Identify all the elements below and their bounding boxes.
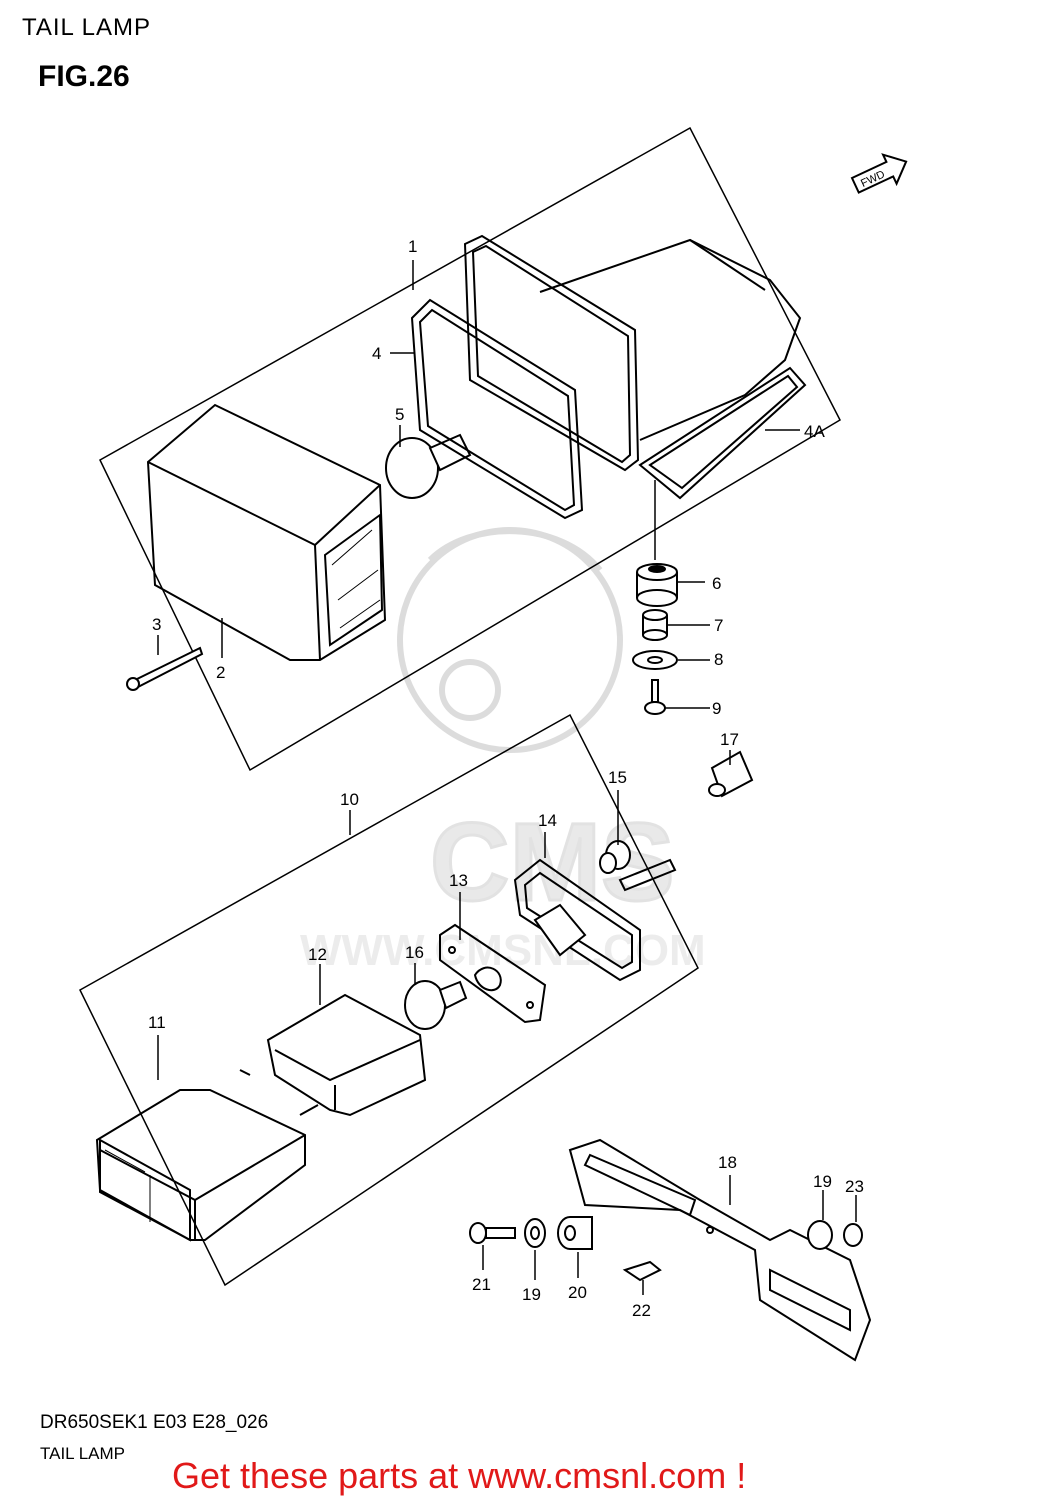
callout-11: 11	[148, 1013, 166, 1032]
promo-link-text[interactable]: Get these parts at www.cmsnl.com !	[172, 1455, 747, 1496]
callout-18: 18	[718, 1153, 737, 1172]
washer-8	[632, 650, 678, 670]
collar-7	[642, 609, 668, 641]
callout-5: 5	[395, 405, 404, 424]
callout-10: 10	[340, 790, 359, 809]
collar-17	[708, 750, 754, 798]
grommet-6	[636, 563, 678, 607]
lens-assembly	[146, 403, 387, 661]
leader-lines	[157, 260, 857, 1295]
callout-labels: 1 2 3 4 4A 5 6 7 8 9 10 11 12 13 14 15 1…	[148, 237, 864, 1320]
page-title: TAIL LAMP	[22, 14, 152, 41]
bracket-18	[568, 1138, 872, 1362]
callout-3: 3	[152, 615, 161, 634]
nut-23	[843, 1223, 863, 1247]
callout-21: 21	[472, 1275, 491, 1294]
callout-7: 7	[714, 616, 723, 635]
nut-19-right	[807, 1220, 833, 1250]
bulb-16	[404, 980, 468, 1030]
callout-19-left: 19	[522, 1285, 541, 1304]
callout-15: 15	[608, 768, 627, 787]
footer-title: TAIL LAMP	[40, 1444, 126, 1463]
callout-13: 13	[449, 871, 468, 890]
gasket-4a	[638, 366, 807, 500]
group-1-outline	[99, 126, 841, 772]
callout-2: 2	[216, 663, 225, 682]
callout-8: 8	[714, 650, 723, 669]
lamp-body-11	[95, 1069, 319, 1242]
washer-19-left	[524, 1218, 546, 1248]
callout-14: 14	[538, 811, 557, 830]
gasket-13	[439, 923, 547, 1024]
watermark-url: WWW.CMSNL.COM	[300, 926, 706, 975]
grommet-15	[599, 840, 631, 874]
callout-4: 4	[372, 344, 381, 363]
figure-number: FIG.26	[38, 60, 130, 93]
callout-12: 12	[308, 945, 327, 964]
spacer-20	[557, 1216, 593, 1250]
gasket-4	[410, 298, 584, 520]
callout-4a: 4A	[804, 422, 825, 441]
callout-22: 22	[632, 1301, 651, 1320]
screw-9	[644, 679, 666, 715]
callout-20: 20	[568, 1283, 587, 1302]
lens-12	[266, 993, 427, 1117]
callout-23: 23	[845, 1177, 864, 1196]
forward-arrow-icon: FWD	[850, 153, 908, 194]
callout-6: 6	[712, 574, 721, 593]
callout-1: 1	[408, 237, 417, 256]
grommet-22	[622, 1260, 662, 1282]
housing-1	[463, 234, 802, 472]
callout-17: 17	[720, 730, 739, 749]
screw-3	[126, 646, 204, 691]
callout-19-right: 19	[813, 1172, 832, 1191]
socket-base-14	[513, 858, 677, 982]
bulb-5	[385, 433, 472, 499]
callout-9: 9	[712, 699, 721, 718]
bolt-21	[469, 1222, 516, 1244]
callout-16: 16	[405, 943, 424, 962]
diagram-code: DR650SEK1 E03 E28_026	[40, 1412, 269, 1433]
watermark-brand: CMS	[430, 801, 674, 924]
group-10-outline	[79, 713, 699, 1287]
cms-watermark: CMS WWW.CMSNL.COM	[300, 527, 706, 975]
